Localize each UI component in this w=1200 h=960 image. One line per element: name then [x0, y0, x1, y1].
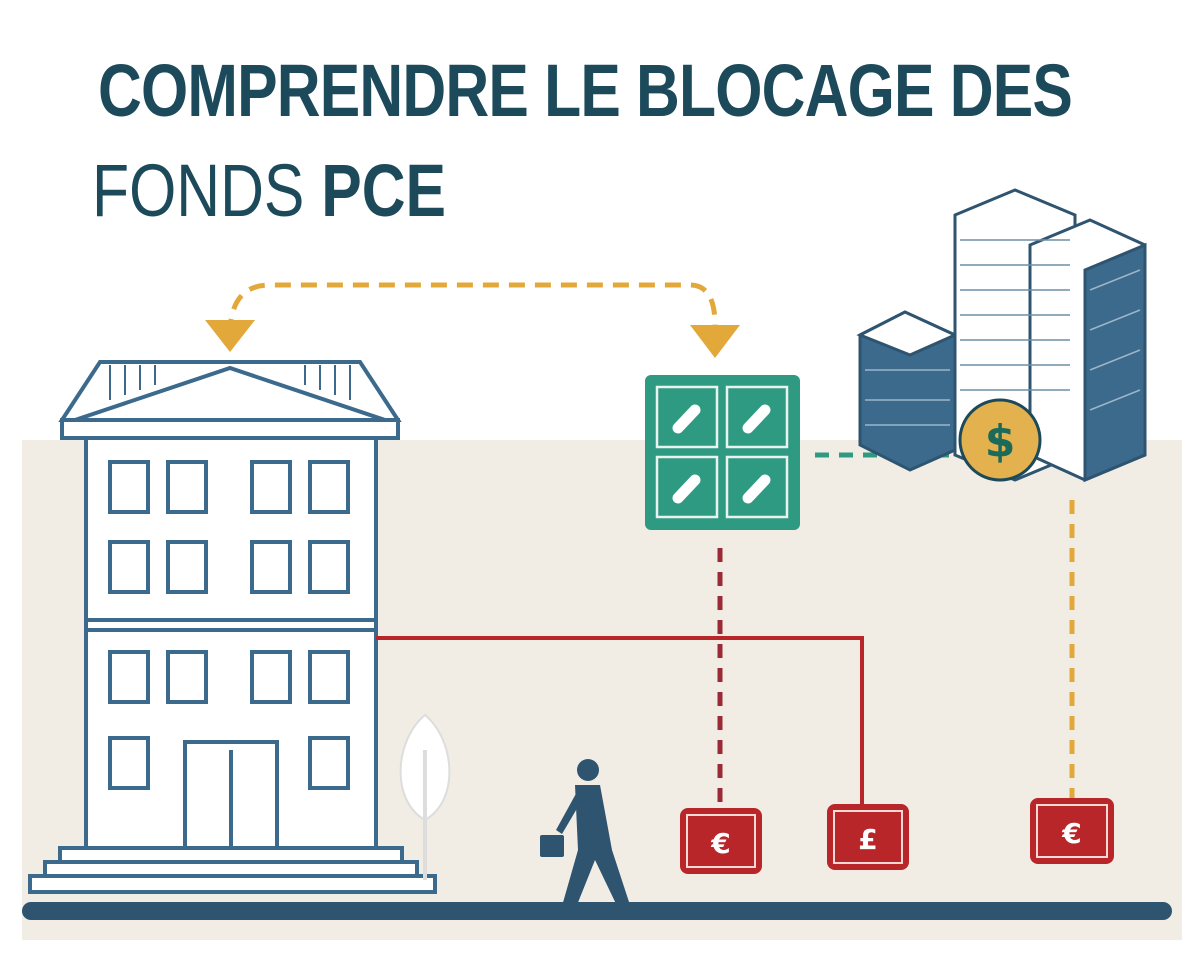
- orange-dashed-connector: [227, 282, 718, 336]
- tree-icon: [399, 713, 451, 880]
- dollar-coin-icon: $: [958, 398, 1042, 482]
- payment-terminal-icon: [645, 375, 800, 530]
- page-title-line-1: COMPRENDRE LE BLOCAGE DES: [98, 49, 1073, 132]
- title-pce: PCE: [321, 149, 447, 232]
- red-connector: [376, 636, 864, 808]
- coin-symbol: $: [985, 416, 1016, 467]
- pound-symbol: £: [858, 823, 877, 856]
- arrow-down-icon: [205, 320, 255, 352]
- walking-person-icon: [540, 759, 630, 910]
- office-towers: [856, 188, 1147, 483]
- euro-symbol: €: [1061, 817, 1081, 850]
- page-title-line-2: FONDS PCE: [92, 148, 446, 233]
- title-fonds: FONDS: [92, 149, 322, 232]
- money-box-2: £: [827, 804, 909, 870]
- money-box-3: €: [1030, 798, 1114, 864]
- bank-building: [28, 360, 437, 894]
- euro-symbol: €: [710, 827, 730, 860]
- money-box-1: €: [680, 808, 762, 874]
- ground-line: [22, 902, 1172, 920]
- arrow-down-icon: [690, 325, 740, 358]
